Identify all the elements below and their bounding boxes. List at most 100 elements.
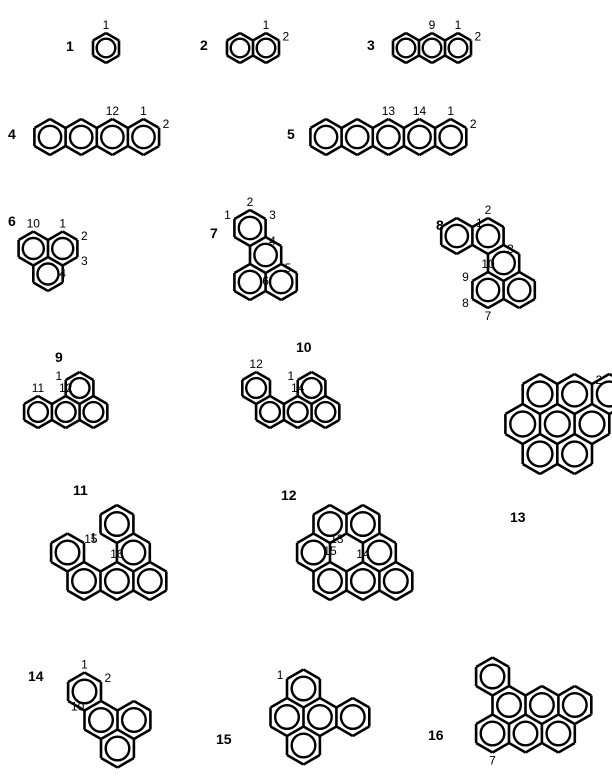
bond [378,589,397,602]
bond [418,54,433,65]
bond [312,503,331,516]
bond [264,235,282,248]
locant-label: 7 [489,754,496,768]
bond [64,144,82,157]
bond [556,402,576,416]
locant-label: 10 [71,700,85,714]
aromatic-ring-circle [595,380,612,408]
aromatic-ring-circle [286,400,309,424]
bond [92,418,108,430]
bond [265,31,280,42]
bond [296,532,315,545]
bond [255,370,271,382]
bond [47,230,64,242]
bond [345,589,364,602]
aromatic-ring-circle [339,704,366,731]
bond [302,725,321,738]
bond [403,117,421,130]
bond [522,372,541,386]
aromatic-ring-circle [54,400,77,424]
locant-label: 4 [269,234,276,248]
aromatic-ring-circle [26,400,50,424]
compound-number-14: 14 [28,668,44,684]
bond [65,418,81,430]
aromatic-ring-circle [258,400,282,424]
compound-number-15: 15 [216,731,232,747]
bond [239,54,254,65]
bond [286,668,305,681]
bond [92,54,107,65]
aromatic-ring-circle [375,124,401,150]
bond [249,235,267,248]
bond [65,394,81,406]
bond [99,589,118,602]
bond [17,255,34,267]
bond [309,117,327,130]
compound-number-3: 3 [367,37,375,53]
bond [345,503,364,516]
bond [502,270,520,283]
bond [49,117,67,130]
bond [356,144,374,157]
aromatic-ring-circle [526,440,554,468]
bond [491,713,510,726]
bond [96,144,114,157]
bond [475,656,494,669]
locant-label: 2 [163,117,170,131]
aromatic-ring-circle [512,720,539,747]
molecule-15: 1 [269,668,371,766]
aromatic-ring-circle [120,539,147,566]
locant-label: 2 [283,30,290,44]
bond [133,728,152,741]
locant-label: 6 [262,274,269,288]
bond [269,725,288,738]
aromatic-ring-circle [255,37,277,59]
bond [475,713,494,726]
aromatic-ring-circle [68,124,94,150]
bond [508,684,527,697]
bond [286,696,305,709]
locant-label: 14 [413,104,427,118]
bond [66,560,85,573]
aromatic-ring-circle [36,262,60,286]
locant-label: 11 [32,381,45,395]
bond [491,684,510,697]
aromatic-ring-circle [382,568,409,595]
aromatic-ring-circle [545,720,572,747]
bond [372,144,390,157]
aromatic-ring-circle [104,735,131,762]
bond [557,741,576,754]
bond [319,696,338,709]
locant-label: 13 [330,532,344,546]
bond [325,117,343,130]
bond [362,589,381,602]
locant-label: 12 [59,381,73,395]
aromatic-ring-circle [54,539,81,566]
bond [524,684,543,697]
locant-label: 16 [110,547,124,561]
bond [233,289,251,302]
bond [127,144,145,157]
locant-label: 1 [81,658,88,672]
bond [378,560,397,573]
bond [502,243,520,256]
aromatic-ring-circle [37,124,63,150]
bond [340,117,358,130]
bond [116,756,135,769]
bond [100,728,119,741]
molecule-2: 12 [225,18,290,65]
bond [92,394,108,406]
bond [329,503,348,516]
bond [17,230,34,242]
bond [491,741,510,754]
bond [573,372,593,386]
bond [502,297,520,310]
aromatic-ring-circle [314,400,337,424]
aromatic-ring-circle [560,440,589,468]
aromatic-ring-circle [290,675,317,702]
bond [418,117,436,130]
aromatic-ring-circle [120,707,147,734]
